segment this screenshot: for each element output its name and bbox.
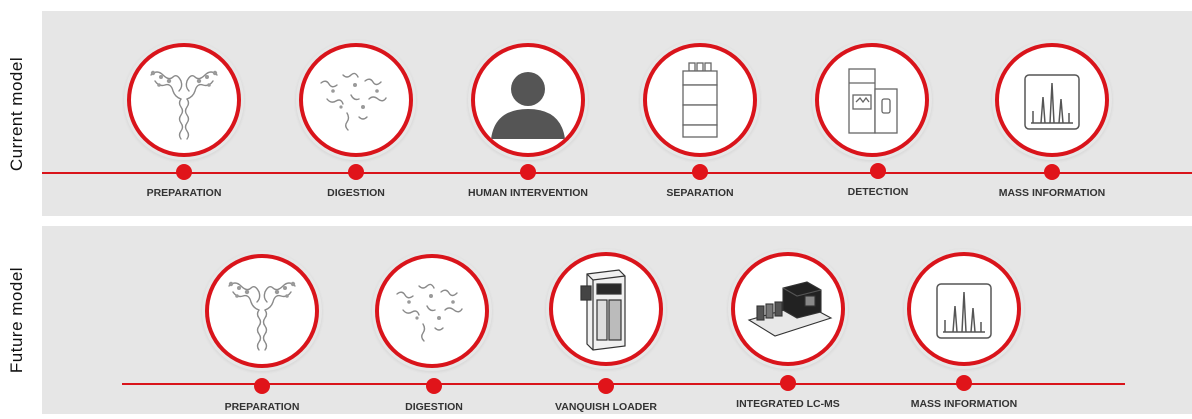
step-label-digestion: DIGESTION [405,401,463,413]
timeline-dot [956,375,972,391]
timeline-dot [520,164,536,180]
step-label-separation: SEPARATION [666,187,734,199]
timeline-dot [348,164,364,180]
timeline-dot [254,378,270,394]
timeline-dot [176,164,192,180]
timeline-dot [780,375,796,391]
future-model-timeline [122,383,1125,385]
step-label-preparation: PREPARATION [224,401,300,413]
timeline-dot [692,164,708,180]
step-label-mass-information: MASS INFORMATION [998,187,1106,199]
step-label-detection: DETECTION [847,186,909,198]
step-label-human-intervention: HUMAN INTERVENTION [468,187,588,199]
integrated-lcms-icon [731,252,845,366]
timeline-dot [426,378,442,394]
spectrum-icon [995,43,1109,157]
step-label-digestion: DIGESTION [327,187,385,199]
current-model-label-wrap: Current model [0,11,34,216]
spectrum-icon [907,252,1021,366]
mass-spectrometer-icon [815,43,929,157]
peptide-fragments-icon [375,254,489,368]
timeline-dot [870,163,886,179]
step-label-vanquish-loader: VANQUISH LOADER [555,401,657,413]
timeline-dot [1044,164,1060,180]
future-model-label-wrap: Future model [0,226,34,414]
timeline-dot [598,378,614,394]
step-label-preparation: PREPARATION [146,187,222,199]
current-model-label: Current model [7,56,26,171]
current-model-timeline [42,172,1192,174]
antibody-icon [127,43,241,157]
future-model-label: Future model [7,266,27,374]
step-label-mass-information: MASS INFORMATION [910,398,1018,410]
peptide-fragments-icon [299,43,413,157]
step-label-integrated-lc-ms: INTEGRATED LC-MS [736,398,840,410]
lc-stack-icon [643,43,757,157]
person-icon [471,43,585,157]
vanquish-loader-icon [549,252,663,366]
antibody-icon [205,254,319,368]
